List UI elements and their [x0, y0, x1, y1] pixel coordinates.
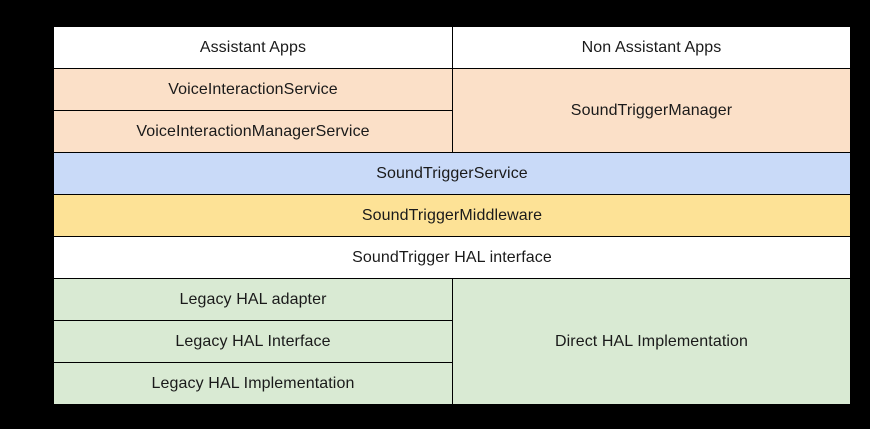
cell-voice-interaction-service: VoiceInteractionService [53, 68, 453, 111]
cell-non-assistant-apps: Non Assistant Apps [452, 26, 851, 69]
table-row-voice-interaction-service: VoiceInteractionService SoundTriggerMana… [53, 68, 851, 153]
cell-soundtrigger-middleware: SoundTriggerMiddleware [53, 194, 851, 237]
cell-legacy-hal-implementation: Legacy HAL Implementation [53, 362, 453, 405]
cell-assistant-apps: Assistant Apps [53, 26, 453, 69]
cell-soundtrigger-hal-interface: SoundTrigger HAL interface [53, 236, 851, 279]
cell-legacy-hal-interface: Legacy HAL Interface [53, 320, 453, 363]
soundtrigger-architecture-table: Assistant Apps Non Assistant Apps VoiceI… [53, 26, 851, 405]
table-row-legacy-hal-implementation: Legacy HAL Implementation [53, 362, 851, 405]
table-row-soundtrigger-middleware: SoundTriggerMiddleware [53, 194, 851, 237]
cell-voice-interaction-manager-service: VoiceInteractionManagerService [53, 110, 453, 153]
cell-direct-hal-implementation: Direct HAL Implementation [452, 278, 851, 405]
table-row-legacy-hal-interface: Legacy HAL Interface [53, 320, 851, 363]
cell-soundtrigger-service: SoundTriggerService [53, 152, 851, 195]
table-row-legacy-hal-adapter: Legacy HAL adapter Direct HAL Implementa… [53, 278, 851, 405]
table-row-soundtrigger-hal-interface: SoundTrigger HAL interface [53, 236, 851, 279]
table-row-soundtrigger-service: SoundTriggerService [53, 152, 851, 195]
table-row-voice-interaction-manager-service: VoiceInteractionManagerService [53, 110, 851, 153]
cell-soundtrigger-manager: SoundTriggerManager [452, 68, 851, 153]
cell-legacy-hal-adapter: Legacy HAL adapter [53, 278, 453, 321]
table-row-app-layer: Assistant Apps Non Assistant Apps [53, 26, 851, 69]
